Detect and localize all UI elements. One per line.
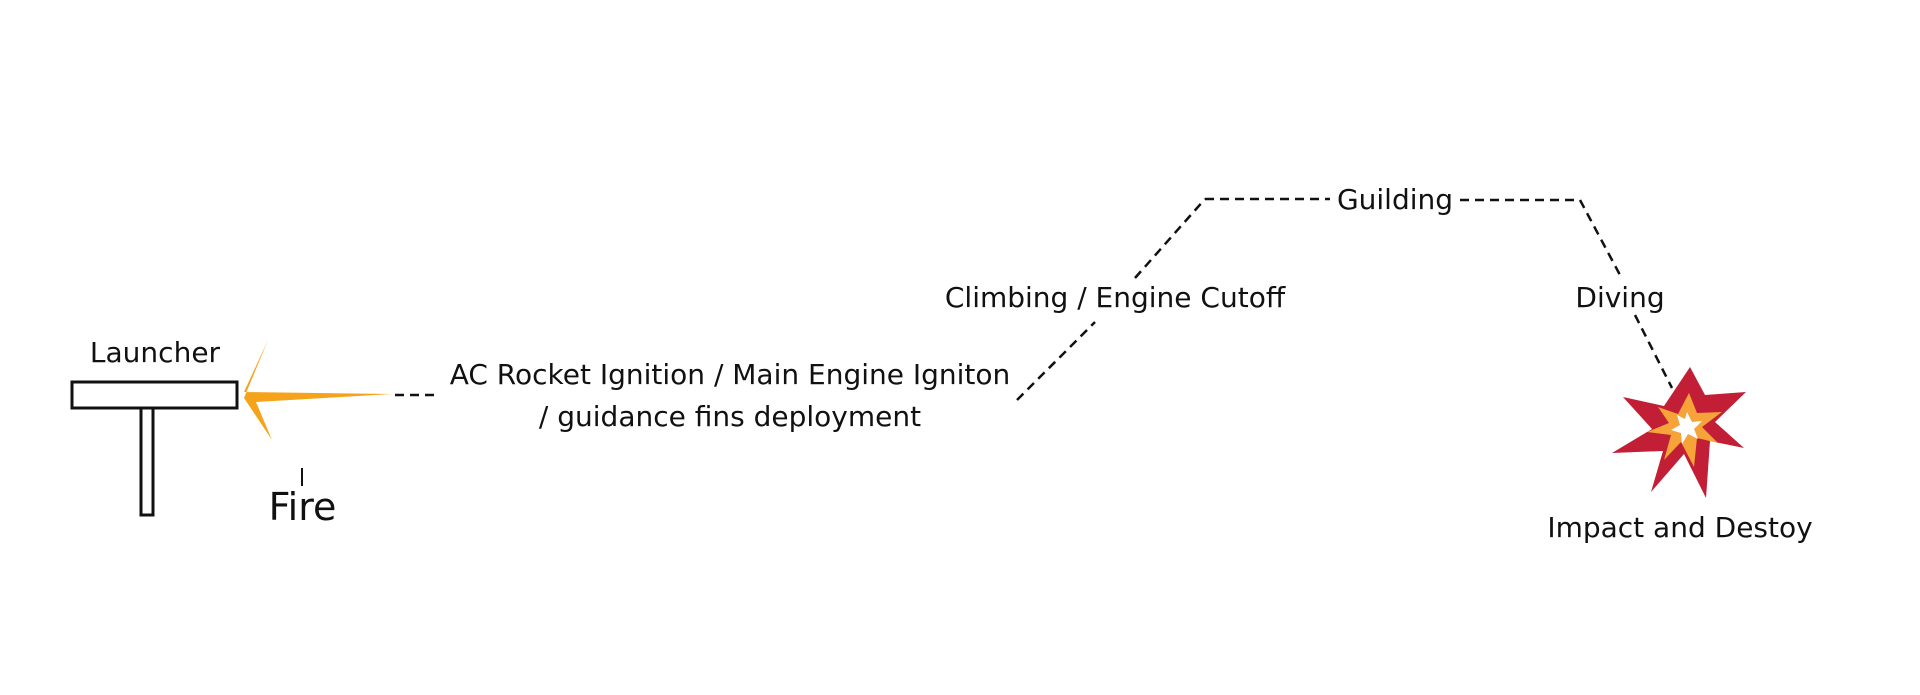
guiding-label: Guilding xyxy=(1336,183,1454,216)
launcher-rail xyxy=(70,380,239,410)
fire-arrow-icon xyxy=(244,340,392,440)
explosion-icon xyxy=(1612,367,1746,498)
launcher-icon xyxy=(70,380,239,517)
launcher-label: Launcher xyxy=(89,336,221,369)
path-segment-ignition-to-climb xyxy=(1016,321,1096,401)
diving-label: Diving xyxy=(1575,281,1665,314)
fire-label: Fire xyxy=(268,485,337,529)
climbing-label: Climbing / Engine Cutoff xyxy=(944,281,1286,314)
path-segment-dive-upper xyxy=(1578,199,1622,276)
explosion-core xyxy=(1671,412,1702,444)
flight-path xyxy=(395,197,1674,401)
path-segment-dive-lower xyxy=(1633,314,1674,389)
impact-label: Impact and Destoy xyxy=(1547,511,1813,544)
fire-arrow-shape xyxy=(244,340,392,440)
ignition-label-line1: AC Rocket Ignition / Main Engine Igniton xyxy=(449,358,1011,391)
ignition-label-line2: / guidance fins deployment xyxy=(538,400,922,433)
path-segment-climb-to-apex xyxy=(1134,198,1206,279)
launcher-post xyxy=(139,406,155,517)
